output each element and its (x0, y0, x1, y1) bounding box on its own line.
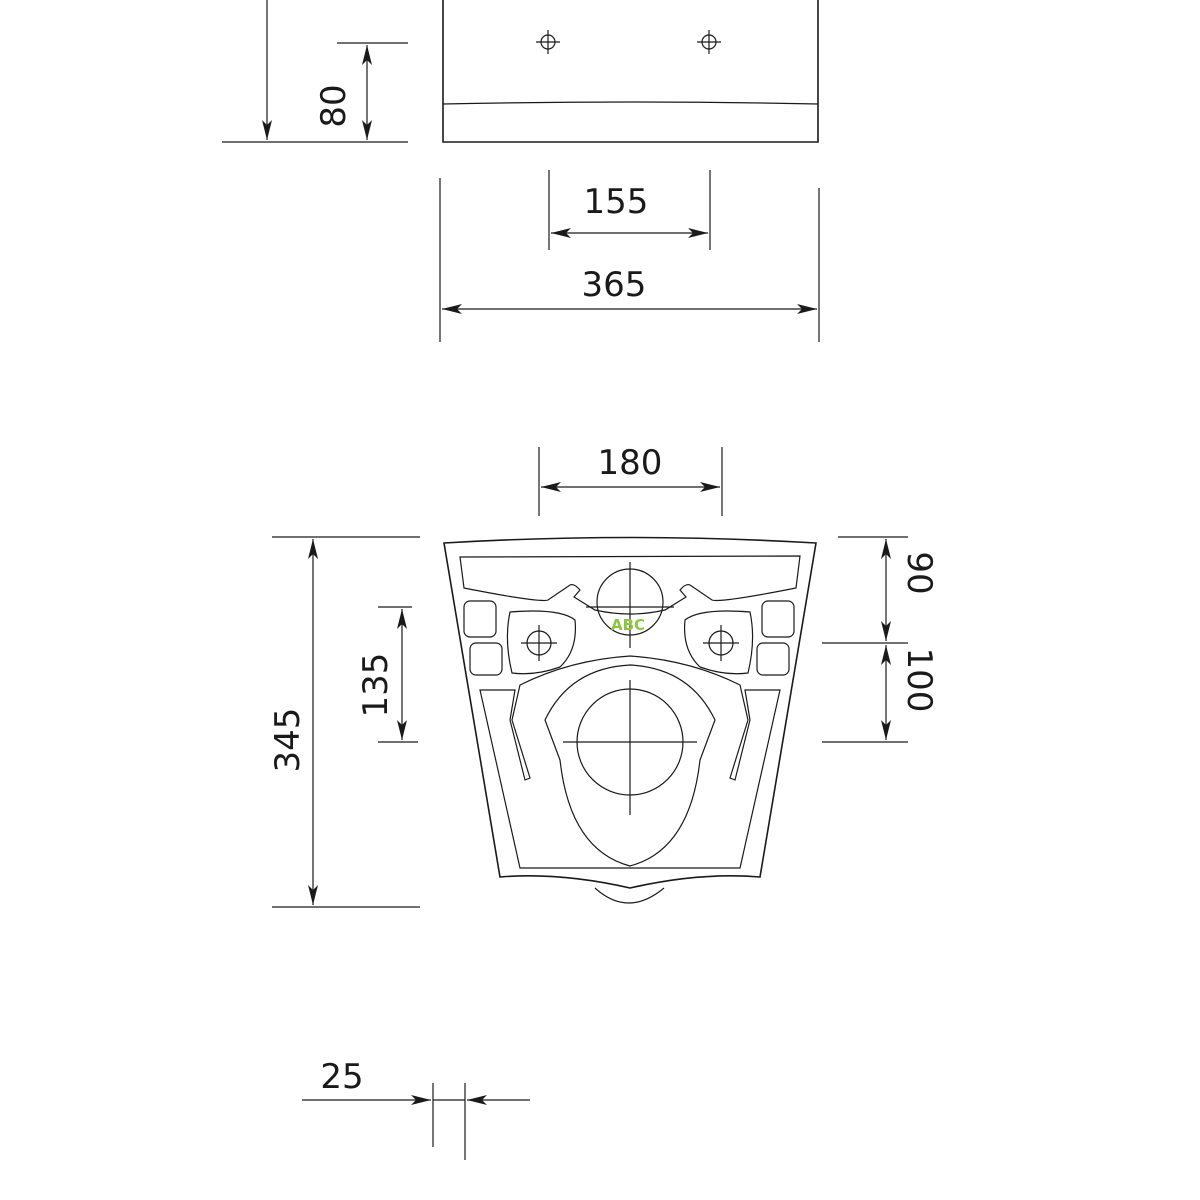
dimension-345: 345 (268, 536, 420, 908)
dimension-label-365: 365 (582, 265, 647, 305)
fixing-hole-right (697, 30, 721, 54)
dimension-180: 180 (538, 443, 723, 516)
dimension-135: 135 (356, 606, 418, 743)
dimension-label-135: 135 (356, 653, 396, 718)
dimension-25: 25 (302, 1057, 530, 1160)
dimension-label-155: 155 (584, 182, 649, 222)
dimension-label-80: 80 (314, 84, 354, 127)
watermark-logo: ABC (611, 616, 645, 634)
dimension-80: 80 (314, 42, 408, 140)
fixing-hole-left (536, 30, 560, 54)
dimension-label-25: 25 (320, 1057, 363, 1097)
dimension-label-180: 180 (598, 443, 663, 483)
dimension-label-90: 90 (899, 551, 939, 594)
toilet-plan-view: ABC (443, 536, 817, 904)
dimension-label-100: 100 (899, 648, 939, 713)
dimension-label-345: 345 (268, 708, 308, 773)
dimension-365: 365 (439, 178, 820, 342)
dimension-155: 155 (548, 170, 711, 250)
front-view (442, 0, 819, 143)
dimension-90-100: 90 100 (822, 536, 939, 743)
dimension-top-height (222, 0, 408, 143)
